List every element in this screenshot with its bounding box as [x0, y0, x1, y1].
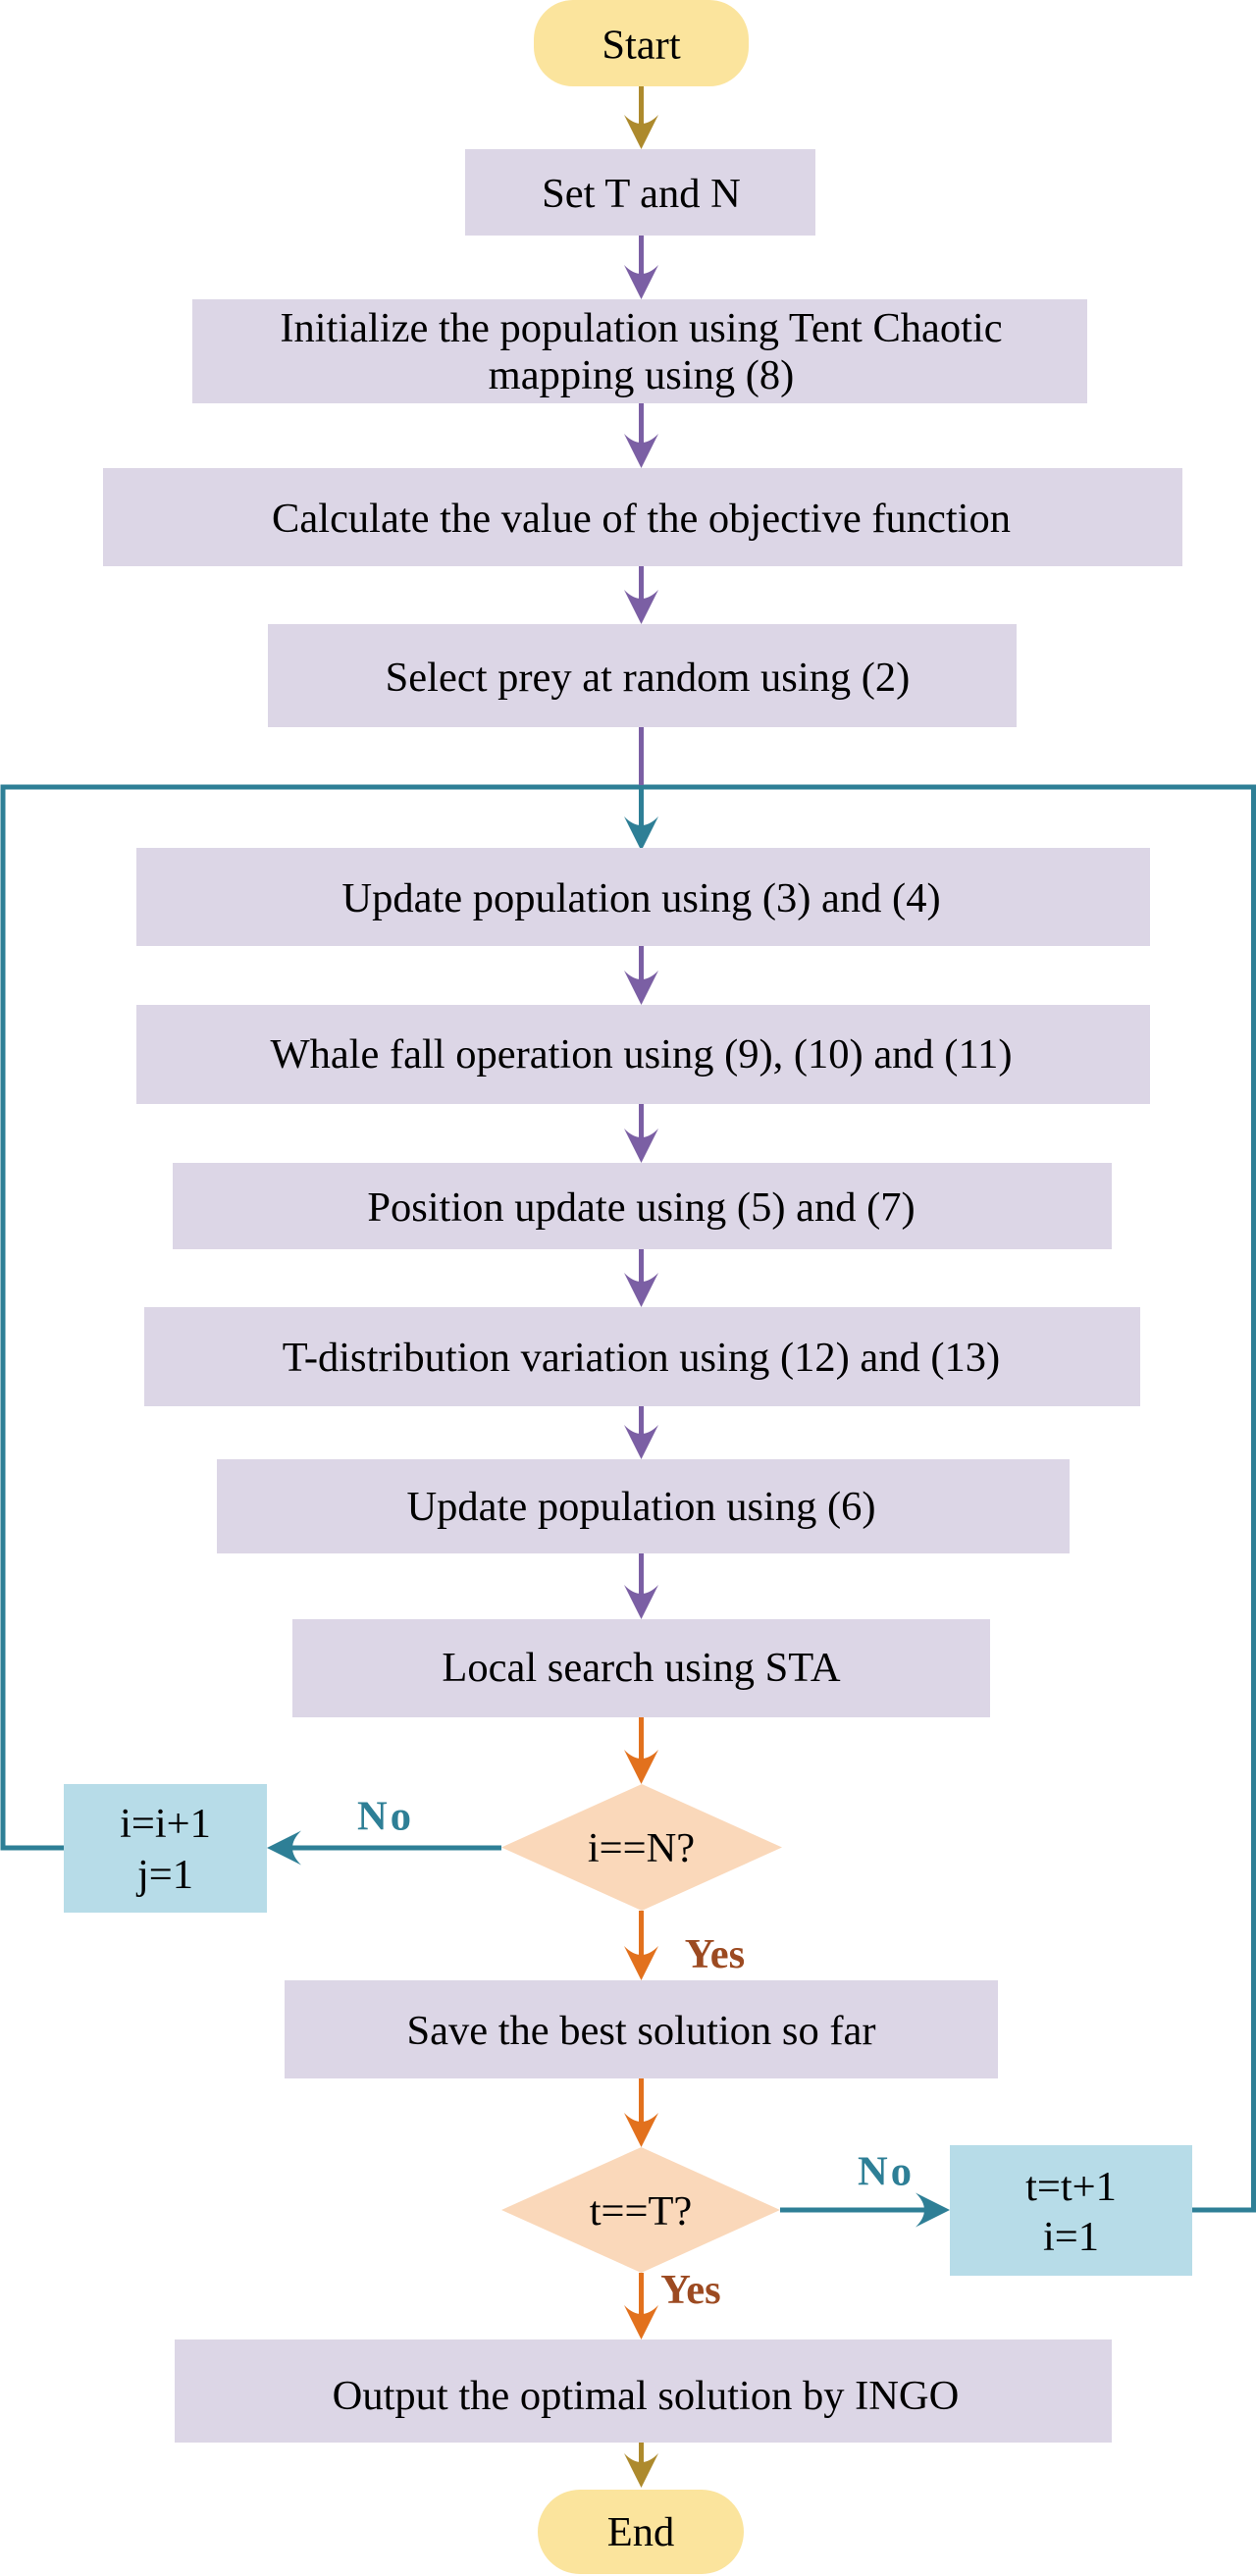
svg-text:Update population using (6): Update population using (6) [406, 1484, 875, 1530]
svg-text:Calculate the value of the obj: Calculate the value of the objective fun… [272, 496, 1011, 542]
svg-text:t==T?: t==T? [590, 2188, 693, 2234]
svg-text:Output the optimal solution by: Output the optimal solution by INGO [333, 2373, 960, 2419]
svg-text:i=1: i=1 [1043, 2214, 1099, 2260]
svg-text:Start: Start [602, 23, 680, 69]
svg-text:No: No [858, 2149, 915, 2195]
svg-text:Select prey at random using (2: Select prey at random using (2) [386, 655, 911, 701]
svg-text:Save the best solution so far: Save the best solution so far [406, 2008, 875, 2054]
svg-text:i=i+1: i=i+1 [120, 1801, 211, 1847]
svg-text:T-distribution variation using: T-distribution variation using (12) and … [283, 1335, 1000, 1381]
svg-text:Set T and N: Set T and N [542, 171, 741, 217]
svg-text:mapping using (8): mapping using (8) [489, 352, 795, 398]
svg-text:Yes: Yes [660, 2267, 720, 2313]
svg-text:j=1: j=1 [135, 1852, 193, 1898]
svg-text:Whale fall operation using (9): Whale fall operation using (9), (10) and… [270, 1031, 1012, 1078]
svg-text:No: No [357, 1794, 414, 1840]
svg-text:t=t+1: t=t+1 [1025, 2164, 1117, 2210]
svg-text:Yes: Yes [685, 1931, 745, 1977]
svg-text:Local search using STA: Local search using STA [442, 1645, 840, 1691]
svg-text:Position update using (5) and: Position update using (5) and (7) [367, 1184, 915, 1231]
svg-text:Initialize the population usin: Initialize the population using Tent Cha… [280, 305, 1002, 351]
svg-text:Update population using (3) an: Update population using (3) and (4) [341, 875, 940, 921]
svg-text:End: End [607, 2509, 674, 2555]
svg-text:i==N?: i==N? [588, 1825, 695, 1871]
